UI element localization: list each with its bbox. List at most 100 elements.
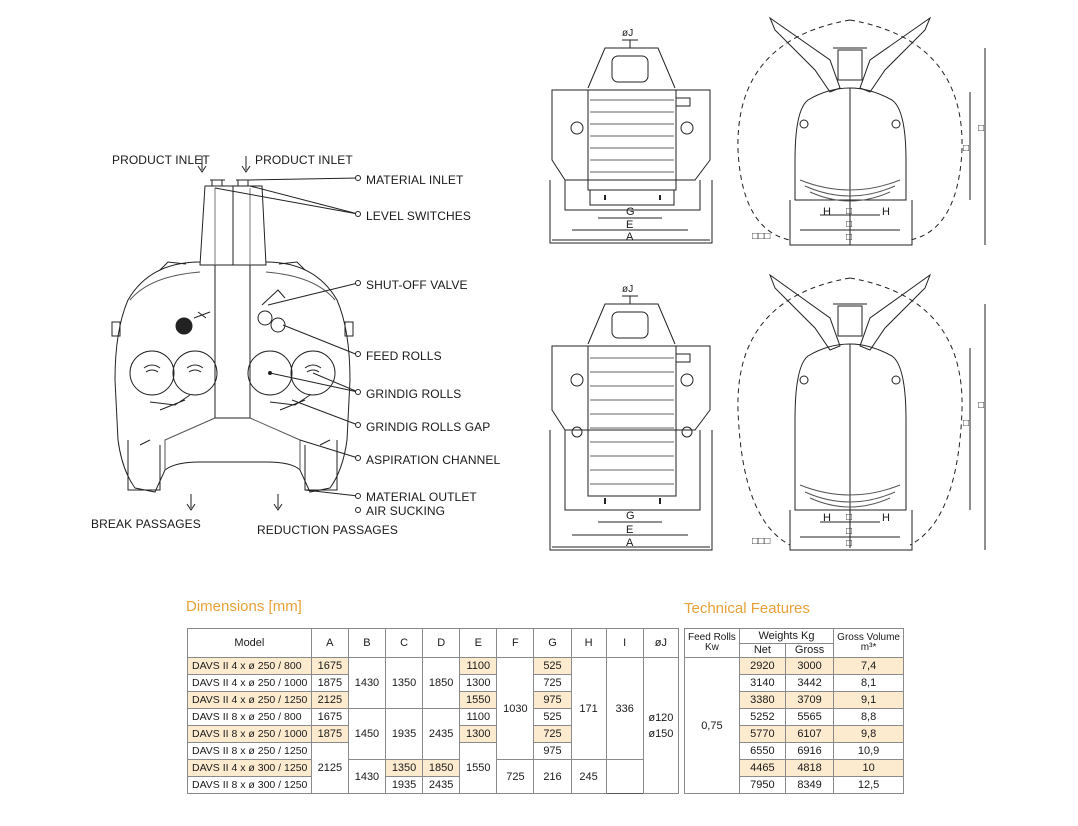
model-cell: DAVS II 4 x ø 250 / 1000 (187, 674, 312, 692)
cell-volume: 8,1 (833, 674, 904, 692)
feed-rolls-unit: Kw (704, 642, 719, 653)
dim-box-bottom-1: □ (846, 512, 853, 523)
cell-gross: 3000 (784, 657, 835, 675)
cell-volume: 10 (833, 759, 904, 777)
header-gross: Gross (784, 642, 835, 658)
model-cell: DAVS II 8 x ø 300 / 1250 (187, 776, 312, 794)
cell-c: 1350 (384, 657, 424, 709)
label-level-switches: LEVEL SWITCHES (366, 209, 471, 223)
header-weights: Weights Kg (738, 628, 835, 644)
dim-box-top-1: □ (846, 206, 853, 217)
dim-g-bottom: G (626, 510, 635, 522)
header-j: øJ (642, 628, 680, 658)
dim-box-top-r1: □ (963, 143, 970, 154)
header-a: A (310, 628, 349, 658)
table-row: 3140 3442 8,1 (685, 674, 904, 692)
side-view-bottom (737, 273, 986, 551)
header-model: Model (187, 628, 312, 658)
dim-h-right-top: H (882, 206, 891, 218)
cell-a: 1675 (310, 708, 349, 726)
table-row: 5252 5565 8,8 (685, 708, 904, 726)
cell-c: 1350 (384, 759, 424, 777)
label-aspiration-channel: ASPIRATION CHANNEL (366, 453, 501, 467)
cell-a: 2125 (310, 742, 349, 794)
cell-gross: 6916 (784, 742, 835, 760)
cell-e: 1550 (459, 742, 498, 794)
dim-box-bottom-3: □ (846, 538, 853, 549)
header-gross-volume: Gross Volume m³* (833, 628, 904, 658)
label-feed-rolls: FEED ROLLS (366, 349, 442, 363)
model-cell: DAVS II 4 x ø 250 / 1250 (187, 691, 312, 709)
header-c: C (384, 628, 424, 658)
cell-d: 1850 (422, 759, 461, 777)
dim-j-top: øJ (622, 28, 634, 39)
label-shut-off-valve: SHUT-OFF VALVE (366, 278, 468, 292)
cell-e: 1100 (459, 708, 498, 726)
label-reduction-passages: REDUCTION PASSAGES (257, 523, 398, 537)
cell-volume: 12,5 (833, 776, 904, 794)
cell-net: 5770 (738, 725, 786, 743)
cell-b: 1430 (347, 657, 387, 709)
cell-g: 525 (533, 657, 572, 675)
cell-volume: 9,8 (833, 725, 904, 743)
cell-i: 336 (605, 657, 644, 760)
callout-marker (355, 493, 361, 499)
cell-e: 1300 (459, 725, 498, 743)
cell-f: 1030 (496, 657, 535, 760)
cell-gross: 8349 (784, 776, 835, 794)
model-cell: DAVS II 8 x ø 250 / 800 (187, 708, 312, 726)
machine-drawings (111, 16, 986, 551)
header-feed-rolls: Feed Rolls Kw (684, 628, 740, 658)
header-b: B (347, 628, 387, 658)
model-cell: DAVS II 8 x ø 250 / 1000 (187, 725, 312, 743)
callout-marker (355, 455, 361, 461)
technical-header-row: Feed Rolls Kw Weights Kg Gross Volume m³… (684, 628, 904, 658)
dim-box-bottom-2: □ (846, 526, 853, 537)
dim-box-top-r2: □ (978, 123, 985, 134)
callout-marker (355, 389, 361, 395)
dim-h-right-bottom: H (882, 512, 891, 524)
cell-a: 1875 (310, 674, 349, 692)
label-grinding-rolls: GRINDIG ROLLS (366, 387, 462, 401)
dim-box-top-3: □ (846, 232, 853, 243)
header-g: G (533, 628, 572, 658)
cell-e: 1300 (459, 674, 498, 692)
cell-gross: 5565 (784, 708, 835, 726)
cell-gross: 6107 (784, 725, 835, 743)
cell-d: 2435 (422, 776, 461, 794)
cell-g: 725 (533, 725, 572, 743)
dimensions-table: Model A B C D E F G H I øJ DAVS II 4 x ø… (187, 628, 680, 794)
header-net: Net (738, 642, 786, 658)
cell-gross: 3709 (784, 691, 835, 709)
technical-features-table: Feed Rolls Kw Weights Kg Gross Volume m³… (684, 628, 904, 794)
front-view-top (549, 39, 713, 244)
dim-box-top-2: □ (846, 219, 853, 230)
cell-g: 725 (533, 674, 572, 692)
dim-box-bottom-r2: □ (978, 400, 985, 411)
cell-volume: 8,8 (833, 708, 904, 726)
cell-b: 1430 (347, 759, 387, 794)
header-h: H (570, 628, 607, 658)
cell-gross: 4818 (784, 759, 835, 777)
cell-h: 216 (533, 759, 572, 794)
header-f: F (496, 628, 535, 658)
cell-gross: 3442 (784, 674, 835, 692)
callout-marker (355, 507, 361, 513)
dim-e-bottom: E (626, 524, 634, 536)
cell-feed-rolls: 0,75 (684, 657, 740, 794)
cell-j-value-2: ø150 (648, 727, 674, 740)
callout-marker (355, 351, 361, 357)
table-row: DAVS II 8 x ø 250 / 1000 1875 1300 725 (187, 725, 679, 743)
table-row: DAVS II 4 x ø 250 / 1250 2125 1550 975 (187, 691, 679, 709)
cell-net: 2920 (738, 657, 786, 675)
header-i: I (605, 628, 644, 658)
label-air-sucking: AIR SUCKING (366, 504, 446, 518)
header-d: D (422, 628, 461, 658)
dim-h-left-bottom: H (823, 512, 832, 524)
cell-d: 2435 (422, 708, 461, 760)
cell-c: 1935 (384, 708, 424, 760)
callout-marker (355, 280, 361, 286)
label-break-passages: BREAK PASSAGES (91, 517, 201, 531)
gross-volume-label: Gross Volume (837, 632, 900, 643)
gross-volume-unit: m³* (860, 642, 877, 653)
